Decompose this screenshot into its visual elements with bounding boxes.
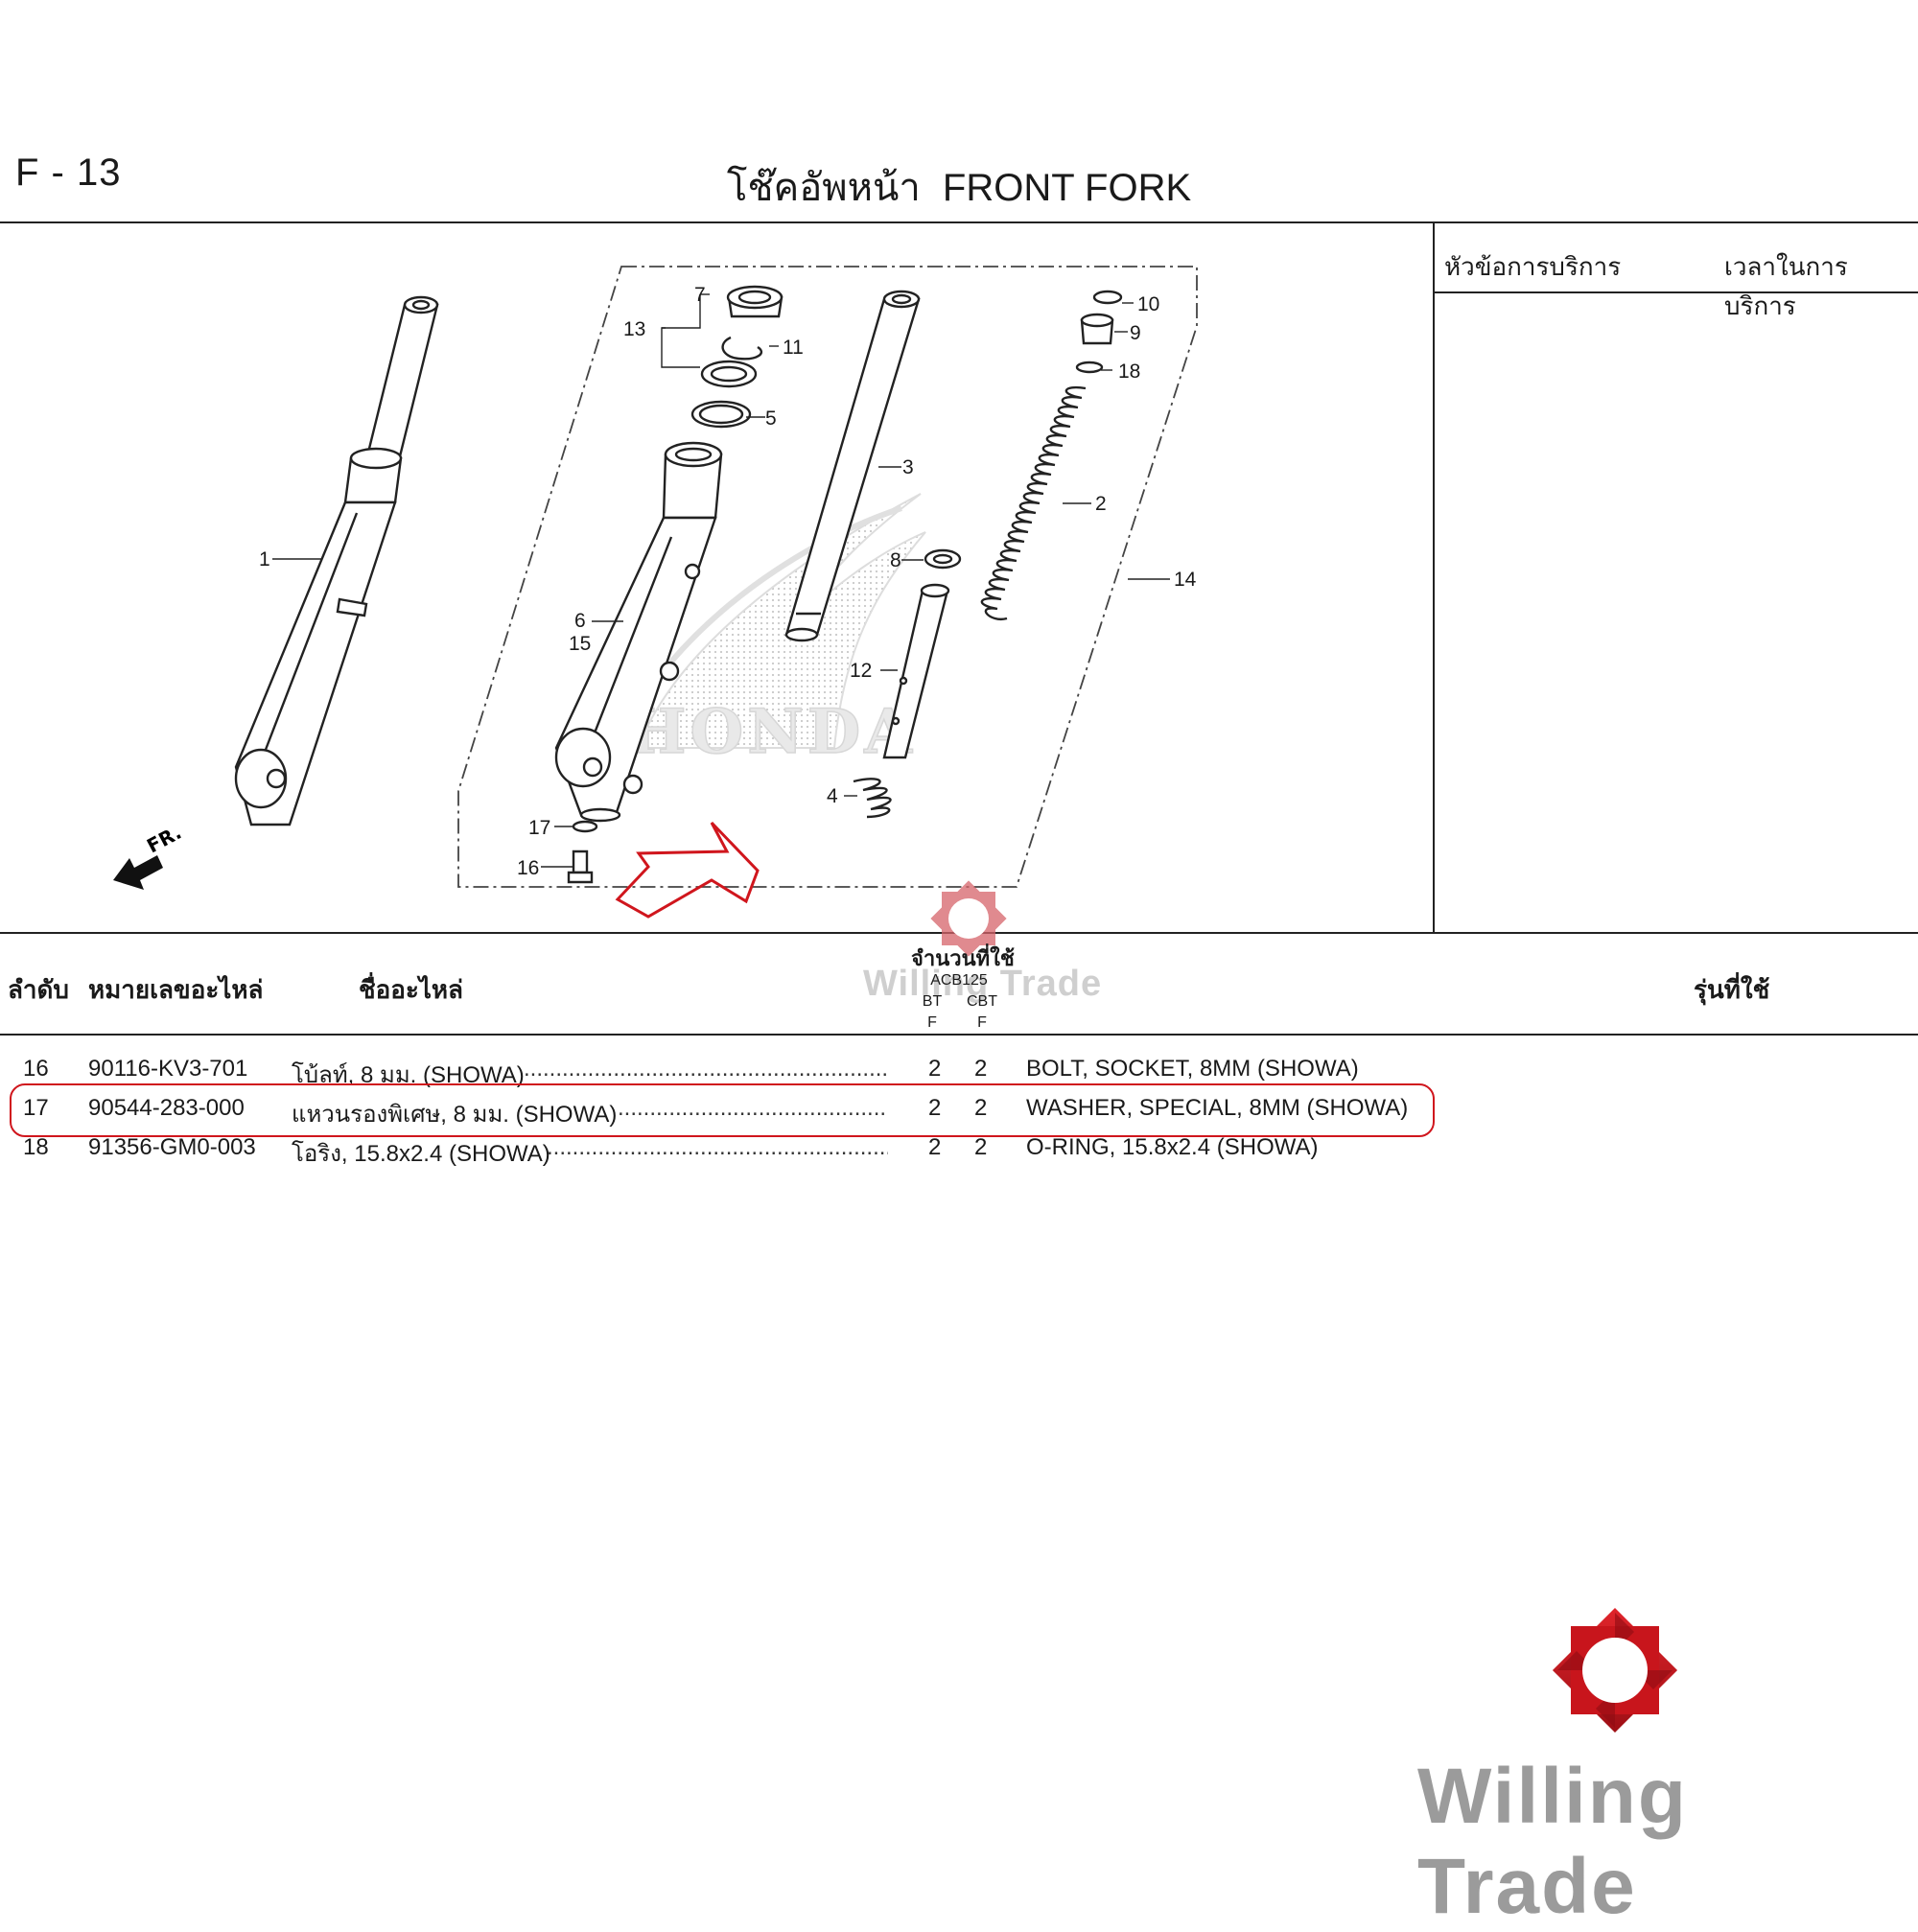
callout-15: 15 xyxy=(569,633,591,655)
callout-10: 10 xyxy=(1137,293,1159,315)
row-qty-cbt: 2 xyxy=(974,1056,988,1082)
watermark-logo-small xyxy=(930,880,1007,957)
callout-11: 11 xyxy=(783,337,804,359)
leader-lines xyxy=(272,293,1170,868)
fork-cap-parts xyxy=(1075,290,1123,374)
row-part-number: 90544-283-000 xyxy=(88,1095,245,1121)
callout-14: 14 xyxy=(1174,569,1197,591)
willing-trade-logo xyxy=(1552,1607,1678,1734)
row-name-english: O-RING, 15.8x2.4 (SHOWA) xyxy=(1026,1134,1319,1160)
honda-logo-text: HONDA xyxy=(628,696,916,768)
header-model: ACB125 xyxy=(930,972,988,989)
service-topic-label: หัวข้อการบริการ xyxy=(1444,252,1622,281)
service-panel-header-line xyxy=(1433,291,1918,293)
callout-12: 12 xyxy=(850,660,872,682)
callout-numbers: 1 2 3 4 5 6 7 8 9 10 11 12 13 14 15 16 1… xyxy=(259,284,1197,879)
callout-18: 18 xyxy=(1118,361,1140,383)
header-col2-top: CBT xyxy=(967,993,997,1010)
callout-1: 1 xyxy=(259,548,270,570)
exploded-parts-diagram: HONDA xyxy=(113,266,1198,919)
table-header-line xyxy=(0,1034,1918,1036)
row-no: 16 xyxy=(23,1056,49,1082)
header-col1-top: BT xyxy=(922,993,943,1010)
seal-stack xyxy=(690,285,784,429)
header-col1-bottom: F xyxy=(927,1014,937,1031)
header-part-name: ชื่ออะไหล่ xyxy=(359,975,463,1004)
callout-2: 2 xyxy=(1095,493,1107,515)
callout-7: 7 xyxy=(694,284,706,306)
callout-16: 16 xyxy=(517,857,539,879)
row-dot-leader: ........................................… xyxy=(524,1056,888,1082)
callout-17: 17 xyxy=(528,817,550,839)
part-2-fork-spring xyxy=(980,385,1087,621)
brand-name: Willing Trade xyxy=(1417,1753,1688,1930)
row-name-thai: โอริง, 15.8x2.4 (SHOWA) xyxy=(292,1141,550,1167)
service-panel-divider xyxy=(1433,221,1435,933)
table-row: 18 91356-GM0-003 โอริง, 15.8x2.4 (SHOWA)… xyxy=(0,1134,1438,1167)
row-name-english: WASHER, SPECIAL, 8MM (SHOWA) xyxy=(1026,1095,1409,1121)
header-col2-bottom: F xyxy=(977,1014,987,1031)
row-dot-leader: ........................................… xyxy=(547,1134,888,1160)
header-qty: จำนวนที่ใช้ xyxy=(911,946,1015,970)
fr-direction-label: FR. xyxy=(143,821,185,858)
damper-parts xyxy=(853,548,962,819)
page-title: โช๊คอัพหน้า FRONT FORK xyxy=(0,156,1918,218)
row-name-thai: แหวนรองพิเศษ, 8 มม. (SHOWA) xyxy=(292,1102,618,1128)
callout-8: 8 xyxy=(890,549,901,571)
row-qty-bt: 2 xyxy=(928,1095,942,1121)
row-dot-leader: ........................................… xyxy=(618,1095,887,1121)
part-16-17-bolt-washer xyxy=(567,820,598,884)
callout-9: 9 xyxy=(1130,322,1141,344)
row-name-english: BOLT, SOCKET, 8MM (SHOWA) xyxy=(1026,1056,1359,1082)
header-part-number: หมายเลขอะไหล่ xyxy=(88,975,264,1004)
page-code: F - 13 xyxy=(15,151,122,194)
row-part-number: 90116-KV3-701 xyxy=(88,1056,248,1082)
service-time-label: เวลาในการบริการ xyxy=(1724,252,1848,320)
callout-6: 6 xyxy=(574,610,586,632)
front-direction-indicator: FR. xyxy=(113,821,185,890)
assembly-boundary xyxy=(457,266,1198,888)
part-3-inner-tube xyxy=(784,290,921,642)
row-qty-cbt: 2 xyxy=(974,1095,988,1121)
row-no: 18 xyxy=(23,1134,49,1160)
row-qty-cbt: 2 xyxy=(974,1134,988,1160)
row-no: 17 xyxy=(23,1095,49,1121)
page-title-thai: โช๊คอัพหน้า xyxy=(726,167,921,209)
callout-13: 13 xyxy=(623,318,645,340)
row-qty-bt: 2 xyxy=(928,1134,942,1160)
header-divider xyxy=(0,221,1918,223)
callout-4: 4 xyxy=(827,785,838,807)
callout-3: 3 xyxy=(902,456,914,478)
row-part-number: 91356-GM0-003 xyxy=(88,1134,256,1160)
header-models-used: รุ่นที่ใช้ xyxy=(1694,975,1770,1004)
row-qty-bt: 2 xyxy=(928,1056,942,1082)
page-title-english: FRONT FORK xyxy=(942,167,1192,209)
callout-5: 5 xyxy=(765,407,777,430)
header-no: ลำดับ xyxy=(8,975,69,1004)
highlight-pointer-arrow xyxy=(615,821,760,919)
part-6-fork-tube-outer xyxy=(554,441,723,823)
watermark-text-small: Willing Trade xyxy=(863,964,1103,1004)
row-highlight-outline xyxy=(10,1083,1435,1137)
part-1-fork-assembly xyxy=(234,295,439,826)
table-row-highlighted: 17 90544-283-000 แหวนรองพิเศษ, 8 มม. (SH… xyxy=(0,1095,1438,1128)
